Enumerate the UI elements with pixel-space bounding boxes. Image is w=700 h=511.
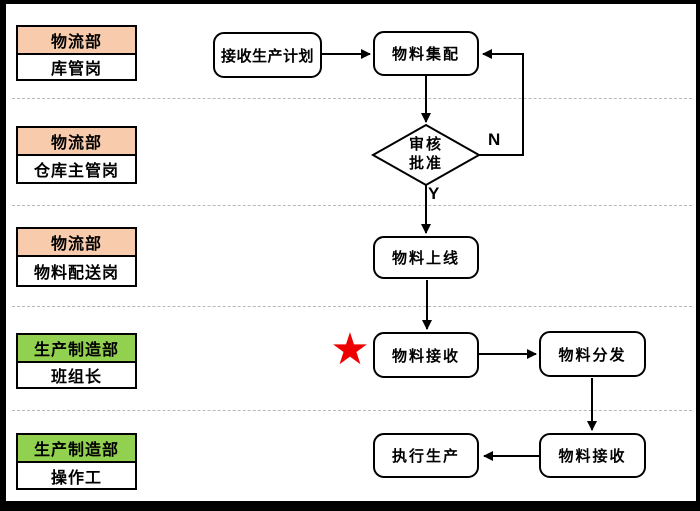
lane-role: 物料配送岗 [18,257,135,285]
lane-divider-2 [12,205,692,206]
lane-dept: 生产制造部 [18,335,135,363]
node-kitting: 物料集配 [373,31,479,76]
lane-divider-4 [12,410,692,411]
lane-label-team-leader: 生产制造部 班组长 [16,333,137,389]
lane-divider-3 [12,306,692,307]
lane-role: 班组长 [18,363,135,387]
lane-dept: 生产制造部 [18,435,135,463]
lane-label-operator: 生产制造部 操作工 [16,433,137,490]
lane-label-warehouse-keeper: 物流部 库管岗 [16,25,137,81]
node-material-receive-line: 物料接收 [373,332,479,378]
star-icon: ★ [330,325,370,374]
lane-divider-1 [12,98,692,99]
node-execute-production: 执行生产 [373,433,479,478]
node-material-distribute: 物料分发 [539,331,646,377]
arrow-decision-no-loop [479,49,524,156]
node-decision-label: 审核 批准 [408,136,443,172]
node-material-receive-op: 物料接收 [539,433,646,478]
branch-label-yes: Y [428,184,440,203]
lane-role: 库管岗 [18,55,135,79]
lane-dept: 物流部 [18,27,135,55]
lane-label-warehouse-supervisor: 物流部 仓库主管岗 [16,126,137,184]
node-receive-plan: 接收生产计划 [213,32,322,78]
node-material-online: 物料上线 [373,236,479,279]
lane-label-material-delivery: 物流部 物料配送岗 [16,227,137,287]
lane-dept: 物流部 [18,229,135,257]
lane-role: 仓库主管岗 [18,156,135,182]
branch-label-no: N [488,130,501,149]
decision-diamond [370,123,482,187]
lane-role: 操作工 [18,463,135,488]
lane-dept: 物流部 [18,128,135,156]
